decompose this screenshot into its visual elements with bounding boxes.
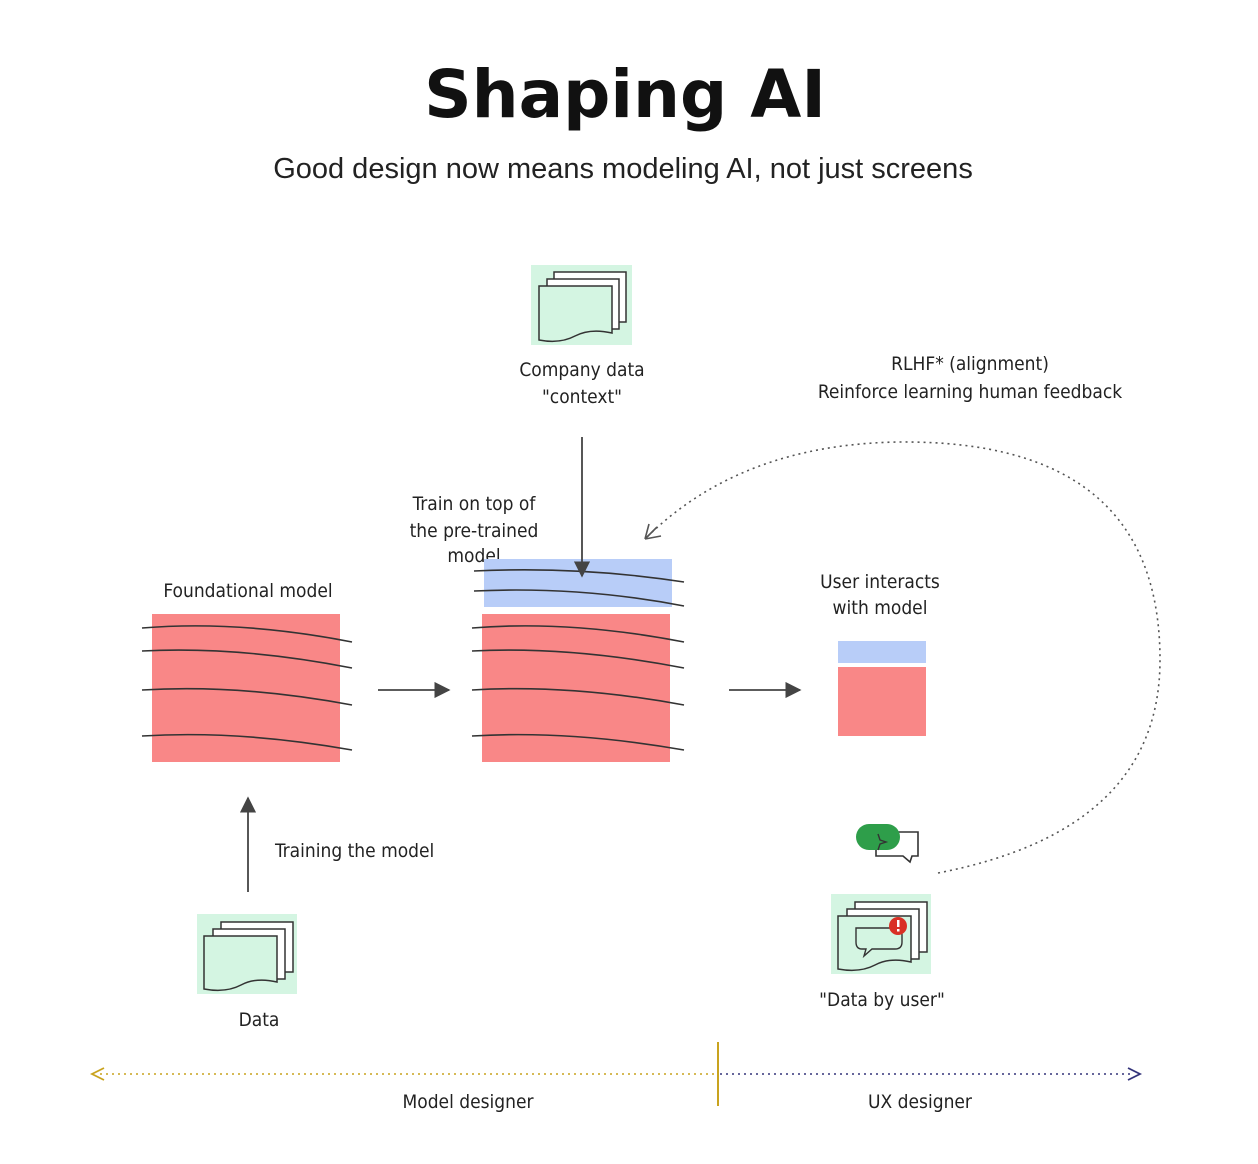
- user-data-document-icon: [831, 894, 931, 974]
- company-data-context-label: "context": [542, 386, 622, 408]
- fine-tuned-model-block: [471, 559, 685, 762]
- rlhf-arrowhead: [644, 523, 662, 540]
- training-the-model-label: Training the model: [274, 840, 434, 862]
- model-designer-arrowhead: [89, 1067, 105, 1081]
- user-model-block: [838, 641, 926, 736]
- role-axis: [89, 1042, 1143, 1106]
- data-by-user-label: "Data by user": [819, 989, 945, 1011]
- chat-bubbles-icon: [856, 824, 919, 864]
- rlhf-label: RLHF* (alignment): [891, 353, 1049, 375]
- company-data-label: Company data: [519, 359, 644, 381]
- rlhf-description: Reinforce learning human feedback: [818, 381, 1122, 403]
- training-data-document-icon: [197, 914, 297, 994]
- page-subtitle: Good design now means modeling AI, not j…: [273, 153, 973, 185]
- train-on-top-label: Train on top of: [412, 493, 537, 515]
- page-title: Shaping AI: [424, 56, 826, 133]
- user-interacts-label-line2: with model: [833, 597, 928, 619]
- model-designer-label: Model designer: [402, 1091, 534, 1113]
- train-on-top-label-line2: the pre-trained: [410, 520, 539, 542]
- foundational-model-label: Foundational model: [163, 580, 332, 602]
- company-data-document-icon: [531, 265, 632, 345]
- data-label: Data: [239, 1009, 280, 1031]
- ux-designer-label: UX designer: [868, 1091, 973, 1113]
- foundational-model-block: [141, 614, 353, 762]
- ux-designer-arrowhead: [1127, 1067, 1143, 1081]
- user-interacts-label: User interacts: [820, 571, 940, 593]
